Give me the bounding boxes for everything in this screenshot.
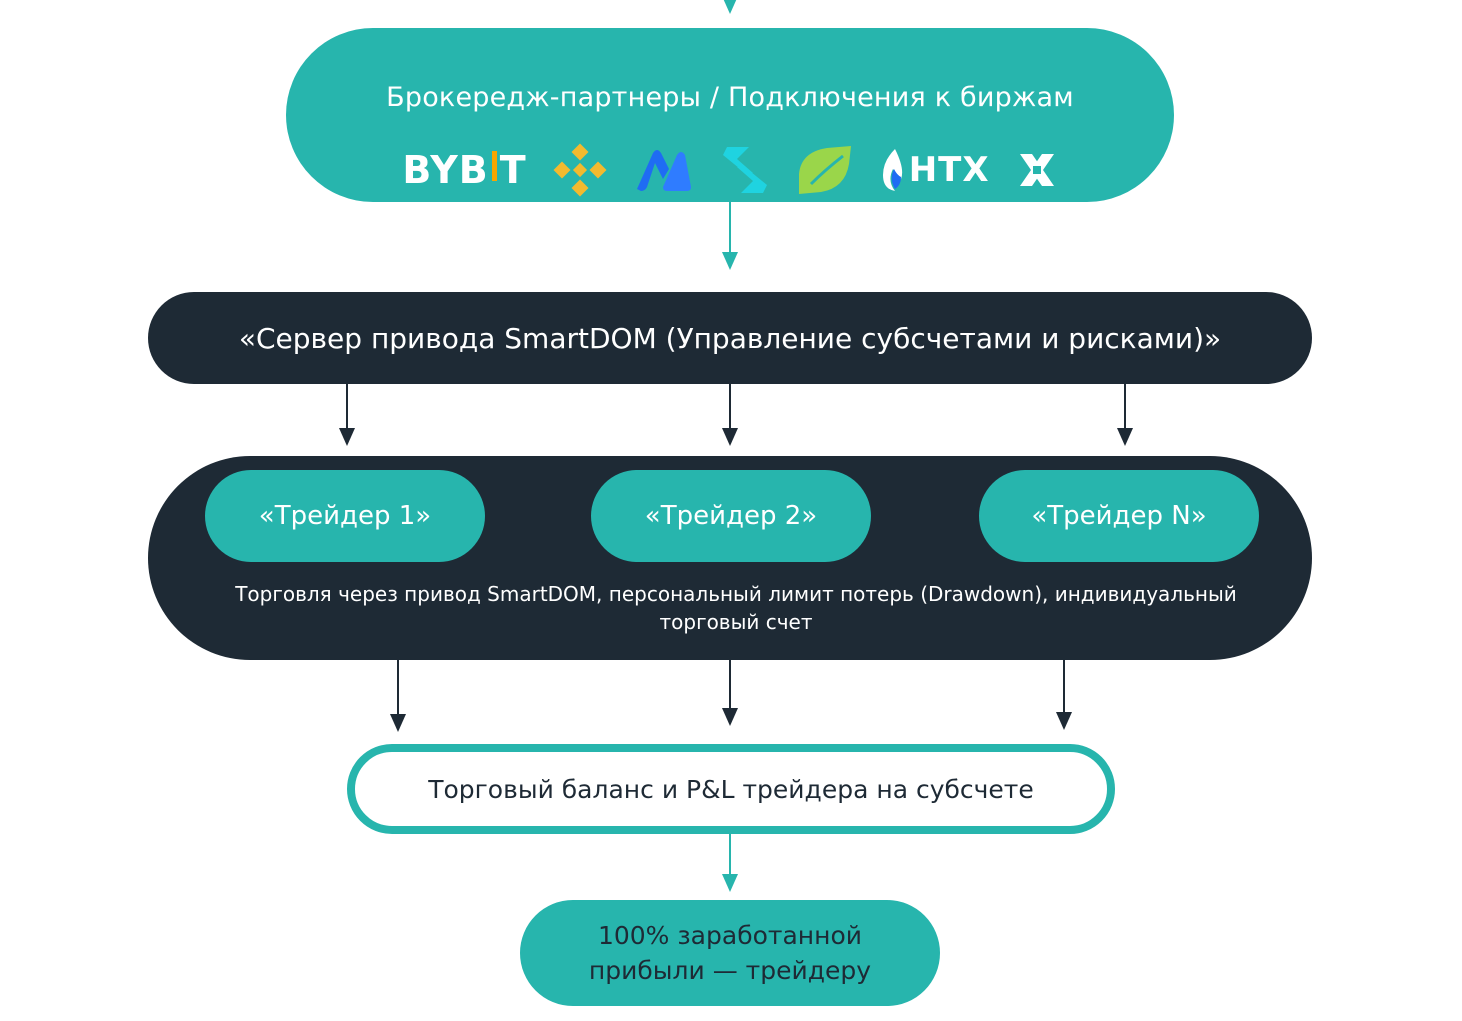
traders-note: Торговля через привод SmartDOM, персонал… xyxy=(235,582,1237,634)
leaf-logo-icon xyxy=(797,144,853,196)
htx-logo: HTX xyxy=(879,147,990,193)
exchange-logos: BYB T xyxy=(286,140,1174,200)
traders-node: «Трейдер 1» «Трейдер 2» «Трейдер N» Торг… xyxy=(148,456,1312,660)
trader-1-node: «Трейдер 1» xyxy=(205,470,485,562)
mexc-logo-icon xyxy=(633,147,693,193)
profit-title: 100% заработанной прибыли — трейдеру xyxy=(588,921,872,985)
bybit-logo: BYB T xyxy=(402,151,526,189)
binance-logo-icon xyxy=(553,143,607,197)
profit-node: 100% заработанной прибыли — трейдеру xyxy=(520,900,940,1006)
bitget-logo-icon xyxy=(719,143,771,197)
brokerage-title: Брокередж-партнеры / Подключения к биржа… xyxy=(386,82,1074,113)
x-exchange-logo-icon xyxy=(1016,150,1058,190)
trader-2-node: «Трейдер 2» xyxy=(591,470,871,562)
bybit-logo-text-left: BYB xyxy=(402,148,489,192)
balance-node: Торговый баланс и P&L трейдера на субсче… xyxy=(347,744,1115,834)
balance-title: Торговый баланс и P&L трейдера на субсче… xyxy=(428,774,1034,804)
trader-n-node: «Трейдер N» xyxy=(979,470,1259,562)
server-node: «Сервер привода SmartDOM (Управление суб… xyxy=(148,292,1312,384)
brokerage-node: Брокередж-партнеры / Подключения к биржа… xyxy=(286,28,1174,202)
bybit-logo-bar xyxy=(491,151,497,181)
htx-logo-text: HTX xyxy=(908,150,990,190)
htx-flame-icon xyxy=(882,149,902,191)
server-title: «Сервер привода SmartDOM (Управление суб… xyxy=(238,321,1222,355)
bybit-logo-text-right: T xyxy=(499,148,527,192)
